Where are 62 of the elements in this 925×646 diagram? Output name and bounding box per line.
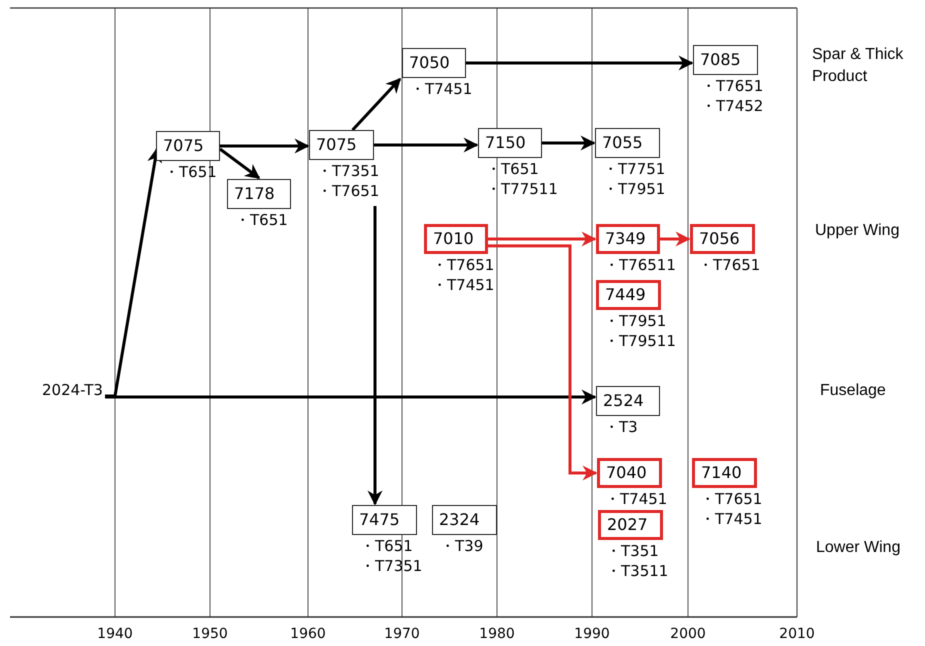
arrow <box>104 390 596 404</box>
year-tick-label: 1950 <box>192 626 228 642</box>
alloy-box: 7085 <box>693 45 758 75</box>
temper-label: ・T7351 <box>316 162 380 180</box>
year-tick-label: 1980 <box>479 626 515 642</box>
alloy-box: 7349 <box>596 224 660 254</box>
arrow <box>660 232 690 246</box>
alloy-box: 2524 <box>596 386 660 416</box>
row-label: Lower Wing <box>816 538 902 558</box>
temper-label: ・T7651 <box>316 182 380 200</box>
alloy-box: 7075 <box>156 131 220 161</box>
temper-label: ・T3 <box>603 418 639 436</box>
temper-label: ・T7452 <box>700 97 764 115</box>
alloy-box: 2324 <box>432 505 497 535</box>
arrow <box>352 78 402 132</box>
arrow <box>488 244 598 480</box>
temper-label: ・T7451 <box>409 80 474 98</box>
temper-label: ・T7651 <box>699 490 764 508</box>
year-tick-label: 1970 <box>384 626 420 642</box>
temper-label: ・T7451 <box>431 276 496 294</box>
temper-label: ・T7451 <box>604 490 668 508</box>
arrow <box>466 56 694 70</box>
alloy-box: 7150 <box>478 128 542 158</box>
alloy-box: 7040 <box>597 458 662 488</box>
temper-label: ・T651 <box>234 211 289 229</box>
temper-label: ・T351 <box>605 542 660 560</box>
year-tick-label: 1990 <box>574 626 610 642</box>
alloy-box: 7050 <box>402 48 466 78</box>
temper-label: ・T7651 <box>700 77 764 95</box>
alloy-box: 2027 <box>598 510 663 540</box>
alloy-box: 7140 <box>692 458 757 488</box>
alloy-box: 7075 <box>309 130 374 160</box>
temper-label: ・T79511 <box>603 332 677 350</box>
arrow <box>374 138 478 152</box>
row-label: Upper Wing <box>815 221 900 241</box>
arrow <box>219 148 260 180</box>
temper-label: ・T7651 <box>697 256 762 274</box>
temper-label: ・T7451 <box>699 510 764 528</box>
year-tick-label: 2010 <box>779 626 815 642</box>
arrow <box>542 136 596 150</box>
year-tick-label: 2000 <box>670 626 706 642</box>
alloy-box: 7010 <box>424 224 488 254</box>
row-label: Fuselage <box>820 381 887 401</box>
temper-label: ・T7951 <box>602 180 666 198</box>
alloy-box: 7475 <box>352 505 417 535</box>
year-tick-label: 1960 <box>290 626 326 642</box>
temper-label: ・T76511 <box>603 256 677 274</box>
row-label: Spar & Thick Product <box>812 45 904 87</box>
temper-label: ・T7651 <box>431 256 496 274</box>
temper-label: ・T7951 <box>603 312 668 330</box>
arrow <box>104 148 162 398</box>
year-tick-label: 1940 <box>97 626 133 642</box>
alloy-box: 7178 <box>227 179 291 209</box>
alloy-box: 7056 <box>690 224 755 254</box>
arrow <box>368 206 382 506</box>
arrow <box>220 138 310 154</box>
temper-label: ・T7751 <box>602 160 666 178</box>
alloy-box: 7449 <box>596 280 661 310</box>
temper-label: ・T3511 <box>605 562 670 580</box>
arrow <box>488 232 596 246</box>
temper-label: ・T39 <box>439 537 484 555</box>
alloy-box: 7055 <box>595 128 660 158</box>
